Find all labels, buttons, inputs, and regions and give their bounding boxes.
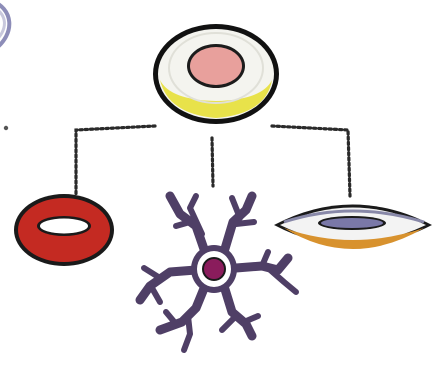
nerve-cell xyxy=(140,196,296,350)
connector-left xyxy=(76,126,155,196)
spindle-cell xyxy=(274,205,432,250)
partial-cell-left-edge xyxy=(0,0,9,130)
connector-right xyxy=(272,126,350,196)
red-blood-cell xyxy=(14,194,114,266)
stem-cell xyxy=(153,24,279,124)
connector-lines xyxy=(76,126,350,196)
connector-center xyxy=(212,138,213,186)
nerve-cell-nucleus xyxy=(203,258,225,280)
